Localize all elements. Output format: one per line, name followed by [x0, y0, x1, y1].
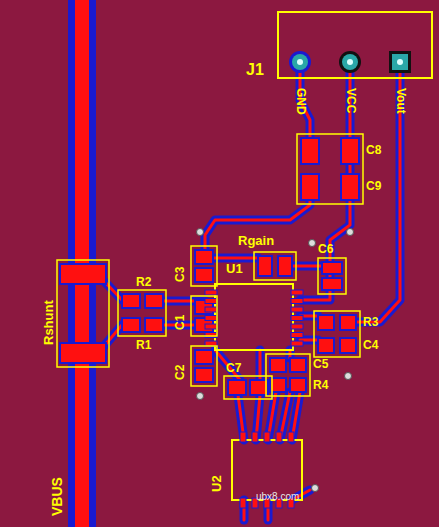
ic-pin [291, 341, 303, 346]
silkscreen-label: C8 [366, 144, 381, 156]
silkscreen-label: Vout [395, 88, 407, 114]
silkscreen-label: U2 [210, 475, 223, 492]
ic-pin [252, 432, 258, 442]
ic-pin [205, 307, 217, 312]
ic-pin [291, 324, 303, 329]
ic-pin [291, 316, 303, 321]
silkscreen-label: VCC [345, 88, 357, 113]
silkscreen-label: R4 [313, 379, 328, 391]
silkscreen-label: C2 [174, 365, 186, 380]
ic-pin [291, 290, 303, 295]
silkscreen-label: R3 [363, 316, 378, 328]
ic-pin [205, 299, 217, 304]
ic-pin [205, 324, 217, 329]
silkscreen-label: J1 [246, 62, 264, 78]
silkscreen-label: VBUS [50, 477, 64, 516]
ic-pin [288, 432, 294, 442]
ic-pin [291, 307, 303, 312]
silkscreen-label: C7 [226, 362, 241, 374]
silkscreen-label: C5 [313, 358, 328, 370]
silkscreen-label: Rgain [238, 234, 274, 247]
silkscreen-label: R2 [136, 276, 151, 288]
silkscreen-label: Rshunt [42, 300, 55, 345]
silkscreen-label: ubx8.com [256, 492, 299, 502]
ic-pin [291, 333, 303, 338]
silkscreen-label: U1 [226, 262, 243, 275]
silkscreen-label: C1 [174, 315, 186, 330]
ic-pin [205, 316, 217, 321]
silkscreen-label: R1 [136, 339, 151, 351]
silkscreen-label: C9 [366, 180, 381, 192]
ic-pin [264, 432, 270, 442]
silkscreen-label: GND [295, 88, 307, 115]
silkscreen-label: C3 [174, 267, 186, 282]
ic-pin [276, 432, 282, 442]
ic-pin [291, 299, 303, 304]
ic-pin [240, 498, 246, 508]
ic-pin [205, 290, 217, 295]
silkscreen-label: C6 [318, 243, 333, 255]
ic-pin [240, 432, 246, 442]
silkscreen-label: C4 [363, 339, 378, 351]
